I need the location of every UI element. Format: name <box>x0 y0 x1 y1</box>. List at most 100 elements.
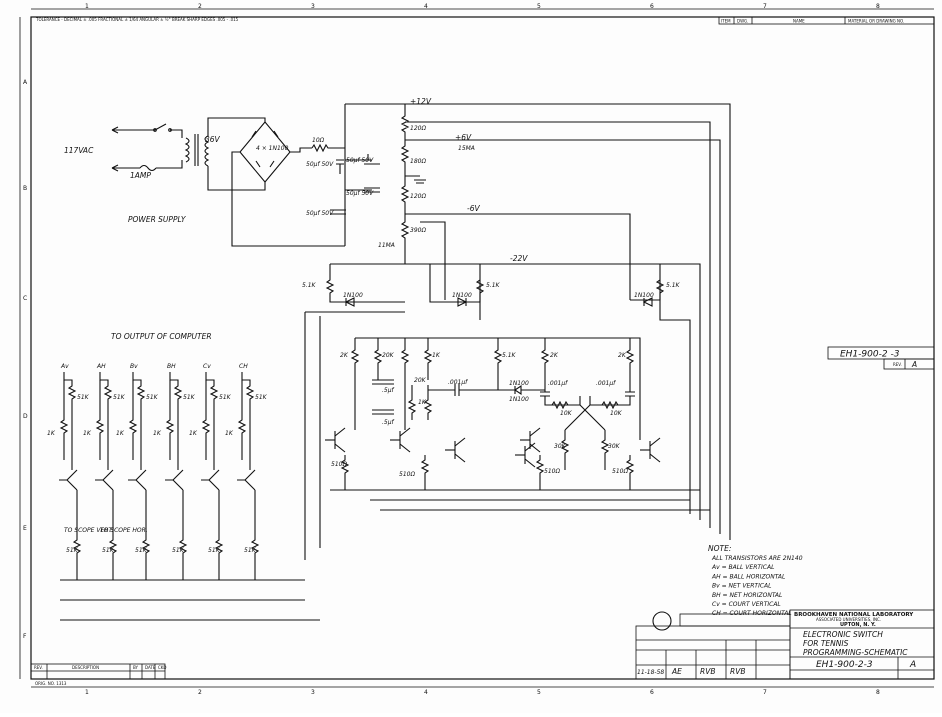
transistor <box>325 427 346 453</box>
transistor <box>390 427 411 453</box>
channel-r1k-label: 1K <box>153 430 162 437</box>
channel-r51k-label: 51K <box>255 394 268 401</box>
c-5a-label: .5μf <box>382 387 395 394</box>
zone-row-label: F <box>23 633 27 640</box>
transformer-label: 36V <box>205 135 221 144</box>
channel-label: Cv <box>203 363 211 370</box>
input-section: TO OUTPUT OF COMPUTER Av51K1K51KAH51K1K5… <box>47 332 320 621</box>
diode-mid-label: 1N100 <box>452 292 472 299</box>
r-2k-b-label: 2K <box>550 352 559 359</box>
zone-col-label: 1 <box>85 3 89 10</box>
channel-r1k-label: 1K <box>83 430 92 437</box>
parts-material-header: MATERIAL OR DRAWING NO. <box>848 19 904 24</box>
rail-plus6-label: +6V <box>455 133 472 142</box>
org-location: UPTON, N. Y. <box>840 622 876 628</box>
form-number: ORIG. NO. 1313 <box>35 681 67 686</box>
channel-out-r51k-label: 51K <box>135 547 148 554</box>
channel-r51k-label: 51K <box>219 394 232 401</box>
switch-r-mid-label: 5.1K <box>486 282 501 289</box>
parts-item-header: ITEM <box>721 19 731 24</box>
scope-vert-label: TO SCOPE VERT. <box>64 527 113 534</box>
channel-r1k-label: 1K <box>189 430 198 437</box>
diode-center1-label: 1N100 <box>509 380 529 387</box>
zone-col-label: 5 <box>537 3 541 10</box>
note-line: BH = NET HORIZONTAL <box>712 592 782 599</box>
ladder-r2-label: 180Ω <box>410 158 426 165</box>
note-line: AH = BALL HORIZONTAL <box>711 573 785 580</box>
scope-hor-label: TO SCOPE HOR. <box>100 527 148 534</box>
cap1-label: 50μf 50V <box>306 161 334 168</box>
electronic-switch-section: 5.1K 1N100 5.1K 1N100 5.1K 1N100 2K 20K … <box>302 264 710 560</box>
transistor-group <box>325 427 661 468</box>
parts-dwg-header: DWG. <box>737 19 748 24</box>
note-line: Av = BALL VERTICAL <box>711 564 774 571</box>
zone-col-label: 3 <box>311 3 315 10</box>
note-line: Bv = NET VERTICAL <box>712 583 772 590</box>
power-supply-section: 117VAC 1AMP 36V 4 × 1N100 POWER SUPPLY 1… <box>64 97 731 540</box>
checked-by: RVB <box>700 667 716 676</box>
zone-col-label: 8 <box>876 3 880 10</box>
sheet-frame <box>19 8 935 688</box>
r-2k-c-label: 2K <box>618 352 627 359</box>
zone-col-label-bottom: 1 <box>85 689 89 696</box>
revision-column-header: REV. <box>34 665 43 670</box>
channel-out-r51k-label: 51K <box>102 547 115 554</box>
zone-col-label-bottom: 2 <box>198 689 202 696</box>
channel-r1k-label: 1K <box>116 430 125 437</box>
input-channel: Bv 51K 1K 51K <box>116 363 159 580</box>
zone-col-label-bottom: 8 <box>876 689 880 696</box>
zone-row-label: C <box>23 295 27 302</box>
channel-out-r51k-label: 51K <box>172 547 185 554</box>
title-line3: PROGRAMMING-SCHEMATIC <box>803 648 908 657</box>
channel-r1k-label: 1K <box>225 430 234 437</box>
r-10k-a-label: 10K <box>560 410 573 417</box>
r-510-d-label: 510Ω <box>612 468 628 475</box>
approved-by: RVB <box>730 667 746 676</box>
drawing-number: EH1-900-2-3 <box>816 660 873 670</box>
r-20k-a-label: 20K <box>382 352 395 359</box>
channel-out-r51k-label: 51K <box>244 547 257 554</box>
revision-letter: A <box>911 360 917 369</box>
channel-r51k-label: 51K <box>183 394 196 401</box>
drawn-by: AE <box>671 667 682 676</box>
zone-row-label: E <box>23 525 27 532</box>
revision-column-header: CKD <box>158 665 167 670</box>
zone-col-label-bottom: 7 <box>763 689 767 696</box>
zone-row-label: B <box>23 185 27 192</box>
diode-right-label: 1N100 <box>634 292 654 299</box>
tolerance-note: TOLERANCE - DECIMAL ± .005 FRACTIONAL ± … <box>35 17 239 22</box>
zone-col-label-bottom: 4 <box>424 689 428 696</box>
drawing-rev: A <box>909 660 916 670</box>
r-1k-b-label: 1K <box>418 399 427 406</box>
channel-label: Bv <box>130 363 138 370</box>
transistor <box>640 437 661 463</box>
m22-current-label: 11MA <box>378 242 395 249</box>
channel-r51k-label: 51K <box>146 394 159 401</box>
cap2-label: 50μf 50V <box>346 157 374 164</box>
revision-column-header: DESCRIPTION <box>72 665 99 670</box>
inputs-heading: TO OUTPUT OF COMPUTER <box>111 332 212 341</box>
series-resistor-label: 10Ω <box>312 137 325 144</box>
r-1k-a-label: 1K <box>432 352 441 359</box>
channel-r1k-label: 1K <box>47 430 56 437</box>
channel-r51k-label: 51K <box>77 394 90 401</box>
r-2k-a-label: 2K <box>340 352 349 359</box>
zone-row-label: A <box>23 79 28 86</box>
input-channels: Av51K1K51KAH51K1K51KBv51K1K51KBH51K1K51K… <box>47 363 268 580</box>
channel-label: AH <box>96 363 106 370</box>
zone-col-label: 7 <box>763 3 767 10</box>
diode-left-label: 1N100 <box>343 292 363 299</box>
transistor <box>515 442 536 468</box>
power-supply-title: POWER SUPPLY <box>128 215 187 224</box>
rail-plus12-label: +12V <box>410 97 432 106</box>
